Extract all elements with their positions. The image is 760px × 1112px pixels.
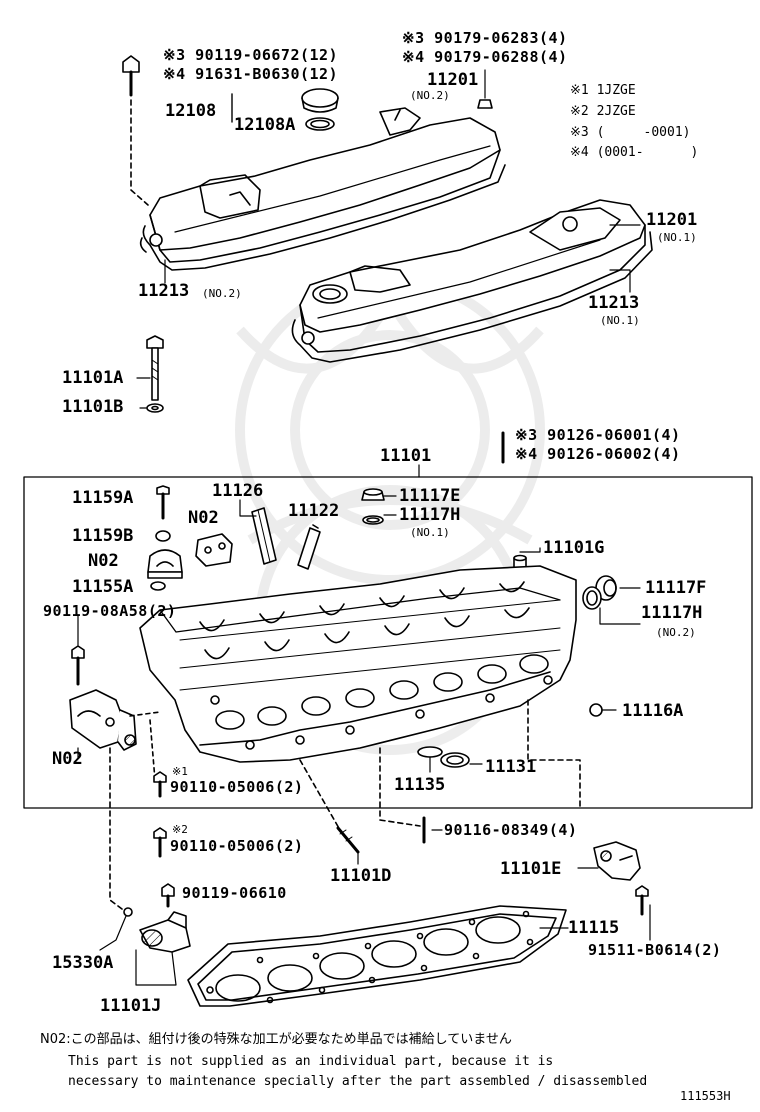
label-11135: 11135 [394,775,446,795]
bolt-11159a-icon [156,485,170,520]
label-15330a: 15330A [52,953,114,973]
bolt-91511-icon [635,885,649,916]
seal-11131-icon [440,752,470,768]
label-11101e: 11101E [500,859,562,879]
label-11101g: 11101G [543,538,605,558]
legend-item-2: ※2 2JZGE [570,104,636,119]
label-n02-cap: N02 [88,551,119,571]
label-11126: 11126 [212,481,264,501]
leader-bolt [130,99,149,206]
head-bolt-11101a-icon [146,335,164,413]
head-gasket-11115-icon [187,905,567,1007]
oil-filler-cap-icon [301,88,339,131]
bracket-11101e-icon [593,841,641,881]
label-90119-06672: ※3 90119-06672(12) [163,46,339,64]
plug-11117e-icon [361,488,385,501]
label-11101d: 11101D [330,866,392,886]
label-11155a: 11155A [72,577,134,597]
cylinder-head-group-frame [23,476,753,809]
label-11122: 11122 [288,501,340,521]
washer-11159b-icon [155,530,171,542]
label-90110-05006-no2: 90110-05006(2) [170,837,304,855]
label-90119-06610: 90119-06610 [182,884,287,902]
bolt-90110-no1-icon [153,771,167,798]
ring-11117h-no1-icon [362,515,384,525]
legend-item-3: ※3 ( -0001) [570,125,691,140]
label-90119-08a58: 90119-08A58(2) [43,602,177,620]
cap-bolt-11201-icon [122,55,140,97]
ring-11117h-no2-icon [582,586,602,610]
label-11213-no1: 11213 [588,293,640,313]
label-90110-mark-2: ※2 [172,823,188,836]
label-11117e: 11117E [399,486,461,506]
label-11201-no2: 11201 [427,70,479,90]
guide-11126-icon [251,507,277,565]
footnote-english-line1: This part is not supplied as an individu… [68,1054,554,1069]
label-11201-no1: 11201 [646,210,698,230]
oring-15330a-icon [123,907,133,917]
label-12108: 12108 [165,101,217,121]
bearing-cap-n02-icon [147,549,183,579]
label-11117h-no2-sub: (NO.2) [656,626,696,639]
label-11115: 11115 [568,918,620,938]
label-90126-06002: ※4 90126-06002(4) [515,445,681,463]
label-11101j: 11101J [100,996,162,1016]
label-90179-06283: ※3 90179-06283(4) [402,29,568,47]
label-11101: 11101 [380,446,432,466]
seal-11135-icon [417,746,443,773]
label-11117h-no2: 11117H [641,603,703,623]
label-11116a: 11116A [622,701,684,721]
label-11101a: 11101A [62,368,124,388]
label-91631-b0630: ※4 91631-B0630(12) [163,65,339,83]
label-90179-06288: ※4 90179-06288(4) [402,48,568,66]
label-11201-no2-sub: (NO.2) [410,89,450,102]
cylinder-head-cover-no1-icon [291,199,653,363]
plug-11116a-icon [589,703,603,717]
label-90110-05006-no1: 90110-05006(2) [170,778,304,796]
label-90126-06001: ※3 90126-06001(4) [515,426,681,444]
label-91511-b0614: 91511-B0614(2) [588,941,722,959]
label-11213-no1-sub: (NO.1) [600,314,640,327]
label-n02-housing: N02 [52,749,83,769]
legend-item-1: ※1 1JZGE [570,83,636,98]
legend-item-4: ※4 (0001- ) [570,145,699,160]
label-11117f: 11117F [645,578,707,598]
label-n02-bracket: N02 [188,508,219,528]
label-11159b: 11159B [72,526,134,546]
cylinder-head-cover-no2-icon [139,107,506,271]
label-11117h-no1: 11117H [399,505,461,525]
diagram-code: 111553H [680,1089,731,1103]
label-11159a: 11159A [72,488,134,508]
bolt-90119-06610-icon [161,883,175,908]
footnote-english-line2: necessary to maintenance specially after… [68,1074,648,1089]
pin-11155a-icon [150,581,166,591]
label-11201-no1-sub: (NO.1) [657,231,697,244]
pin-11101d-icon [336,826,360,854]
guide-11122-icon [297,524,321,570]
cam-housing-n02-icon [69,689,137,751]
bracket-n02-icon [195,533,233,567]
label-11131: 11131 [485,757,537,777]
label-11101b: 11101B [62,397,124,417]
label-11117h-no1-sub: (NO.1) [410,526,450,539]
label-12108a: 12108A [234,115,296,135]
vvt-assembly-11101j-icon [139,911,191,953]
bolt-90119-08a58-icon [71,645,85,686]
bolt-90110-no2-icon [153,827,167,858]
cylinder-head-11101-icon [139,565,577,763]
label-11213-no2: 11213 [138,281,190,301]
label-90116-08349: 90116-08349(4) [444,821,578,839]
label-90110-mark-1: ※1 [172,765,188,778]
label-11213-no2-sub: (NO.2) [202,287,242,300]
cover-nut-icon [477,69,493,109]
footnote-japanese: N02:この部品は、組付け後の特殊な加工が必要なため単品では補給していません [40,1032,512,1047]
